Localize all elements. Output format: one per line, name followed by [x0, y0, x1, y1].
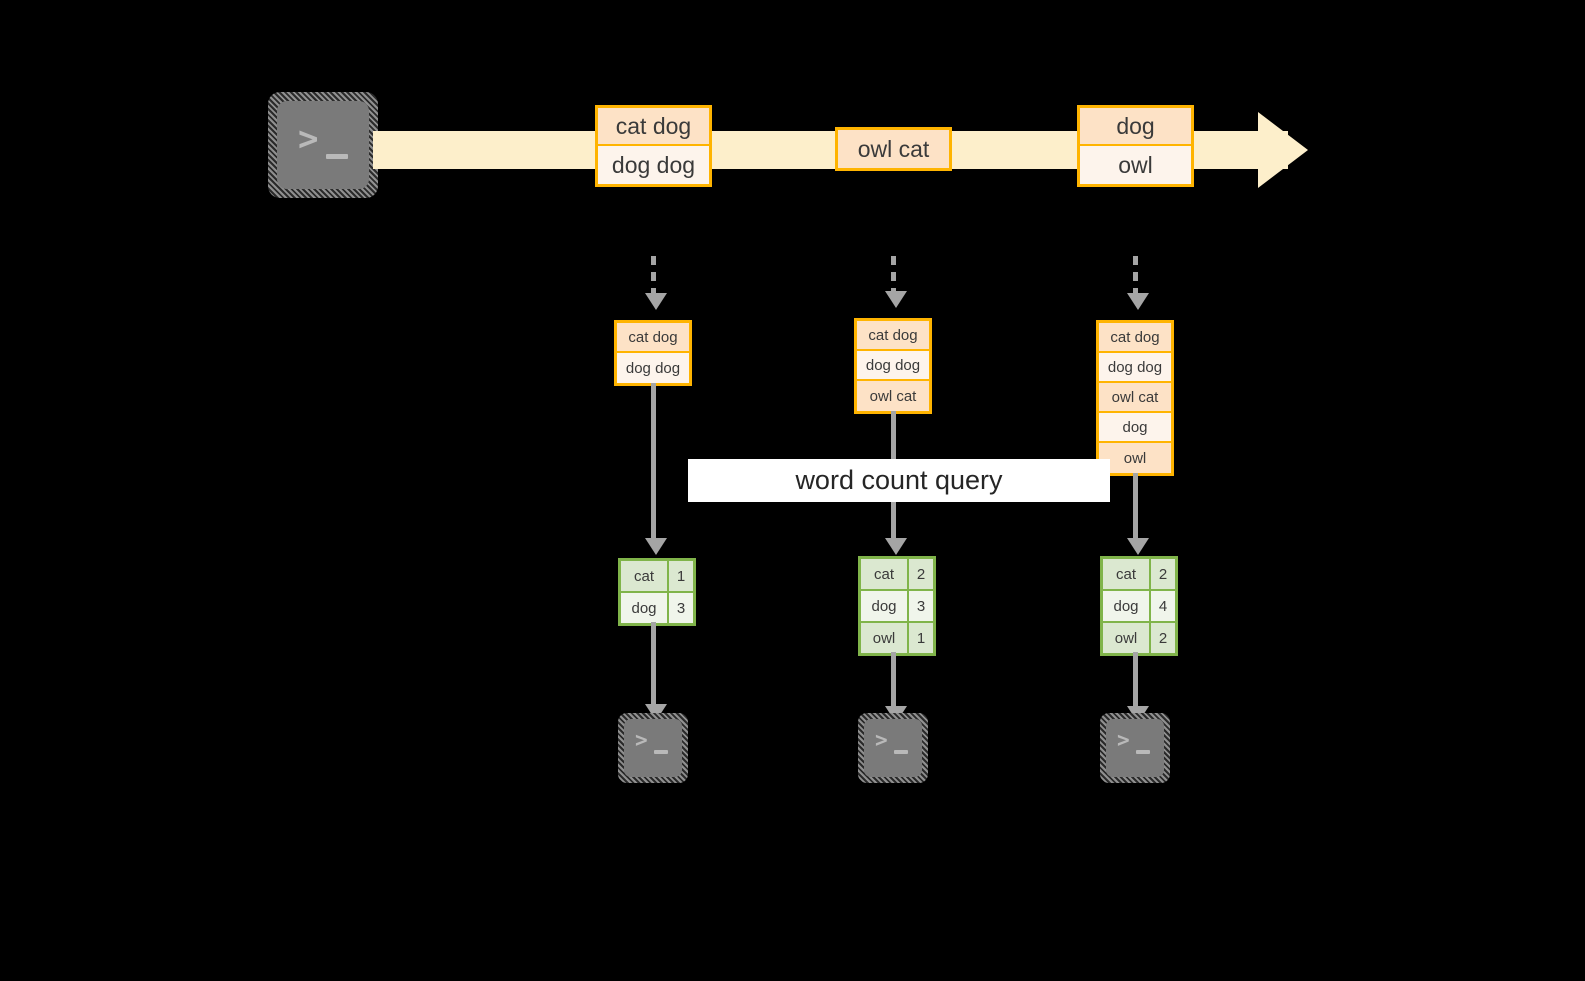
input-row: dog dog	[617, 353, 689, 383]
cursor-underscore-icon	[1136, 750, 1150, 754]
result-count: 3	[909, 591, 933, 621]
result-count: 2	[1151, 559, 1175, 589]
query-connector-head-3	[1127, 538, 1149, 555]
table-row: cat 2	[1103, 559, 1175, 591]
result-word: owl	[1103, 623, 1151, 653]
input-row: owl	[1099, 443, 1171, 473]
input-row: cat dog	[617, 323, 689, 353]
cursor-underscore-icon	[894, 750, 908, 754]
query-connector-line-3	[1133, 473, 1138, 540]
result-word: dog	[621, 593, 669, 623]
input-table-1: cat dog dog dog	[614, 320, 692, 386]
query-connector-head-2	[885, 538, 907, 555]
batch-line: owl	[1080, 146, 1191, 184]
result-count: 3	[669, 593, 693, 623]
query-label-text: word count query	[795, 465, 1003, 495]
batch-line: dog dog	[598, 146, 709, 184]
prompt-chevron-icon: >	[635, 728, 648, 752]
stream-batch-2: owl cat	[835, 127, 952, 171]
result-table-3: cat 2 dog 4 owl 2	[1100, 556, 1178, 656]
table-row: owl 2	[1103, 623, 1175, 653]
trigger-connector-dash-2	[891, 256, 896, 292]
input-row: dog dog	[857, 351, 929, 381]
sink-terminal-icon-3: >	[1100, 713, 1170, 783]
stream-batch-1: cat dog dog dog	[595, 105, 712, 187]
query-label-banner: word count query	[688, 459, 1110, 502]
table-row: dog 3	[621, 593, 693, 623]
table-row: cat 2	[861, 559, 933, 591]
stream-arrow-head-icon	[1258, 112, 1308, 188]
sink-terminal-icon-2: >	[858, 713, 928, 783]
terminal-face	[1106, 719, 1164, 777]
trigger-connector-dash-3	[1133, 256, 1138, 294]
source-terminal-icon: >	[268, 92, 378, 198]
input-row: cat dog	[857, 321, 929, 351]
query-connector-head-1	[645, 538, 667, 555]
terminal-face	[624, 719, 682, 777]
result-word: cat	[1103, 559, 1151, 589]
input-row: cat dog	[1099, 323, 1171, 353]
result-count: 1	[909, 623, 933, 653]
sink-connector-line-1	[651, 622, 656, 707]
prompt-chevron-icon: >	[1117, 728, 1130, 752]
result-count: 1	[669, 561, 693, 591]
terminal-face	[864, 719, 922, 777]
sink-connector-line-2	[891, 652, 896, 709]
cursor-underscore-icon	[326, 154, 348, 159]
batch-line: cat dog	[598, 108, 709, 146]
batch-line: dog	[1080, 108, 1191, 146]
result-count: 2	[1151, 623, 1175, 653]
result-count: 4	[1151, 591, 1175, 621]
table-row: dog 4	[1103, 591, 1175, 623]
trigger-connector-dash-1	[651, 256, 656, 294]
result-word: owl	[861, 623, 909, 653]
table-row: dog 3	[861, 591, 933, 623]
input-row: owl cat	[1099, 383, 1171, 413]
query-connector-line-1	[651, 383, 656, 540]
terminal-face	[277, 101, 369, 189]
sink-connector-line-3	[1133, 652, 1138, 709]
sink-terminal-icon-1: >	[618, 713, 688, 783]
input-row: dog	[1099, 413, 1171, 443]
result-table-2: cat 2 dog 3 owl 1	[858, 556, 936, 656]
cursor-underscore-icon	[654, 750, 668, 754]
stream-batch-3: dog owl	[1077, 105, 1194, 187]
table-row: cat 1	[621, 561, 693, 593]
input-table-2: cat dog dog dog owl cat	[854, 318, 932, 414]
result-word: dog	[1103, 591, 1151, 621]
prompt-chevron-icon: >	[298, 119, 319, 159]
input-table-3: cat dog dog dog owl cat dog owl	[1096, 320, 1174, 476]
table-row: owl 1	[861, 623, 933, 653]
trigger-connector-head-2	[885, 291, 907, 308]
result-table-1: cat 1 dog 3	[618, 558, 696, 626]
result-word: dog	[861, 591, 909, 621]
trigger-connector-head-3	[1127, 293, 1149, 310]
input-row: dog dog	[1099, 353, 1171, 383]
trigger-connector-head-1	[645, 293, 667, 310]
input-row: owl cat	[857, 381, 929, 411]
prompt-chevron-icon: >	[875, 728, 888, 752]
result-word: cat	[861, 559, 909, 589]
result-word: cat	[621, 561, 669, 591]
result-count: 2	[909, 559, 933, 589]
batch-line: owl cat	[838, 130, 949, 168]
